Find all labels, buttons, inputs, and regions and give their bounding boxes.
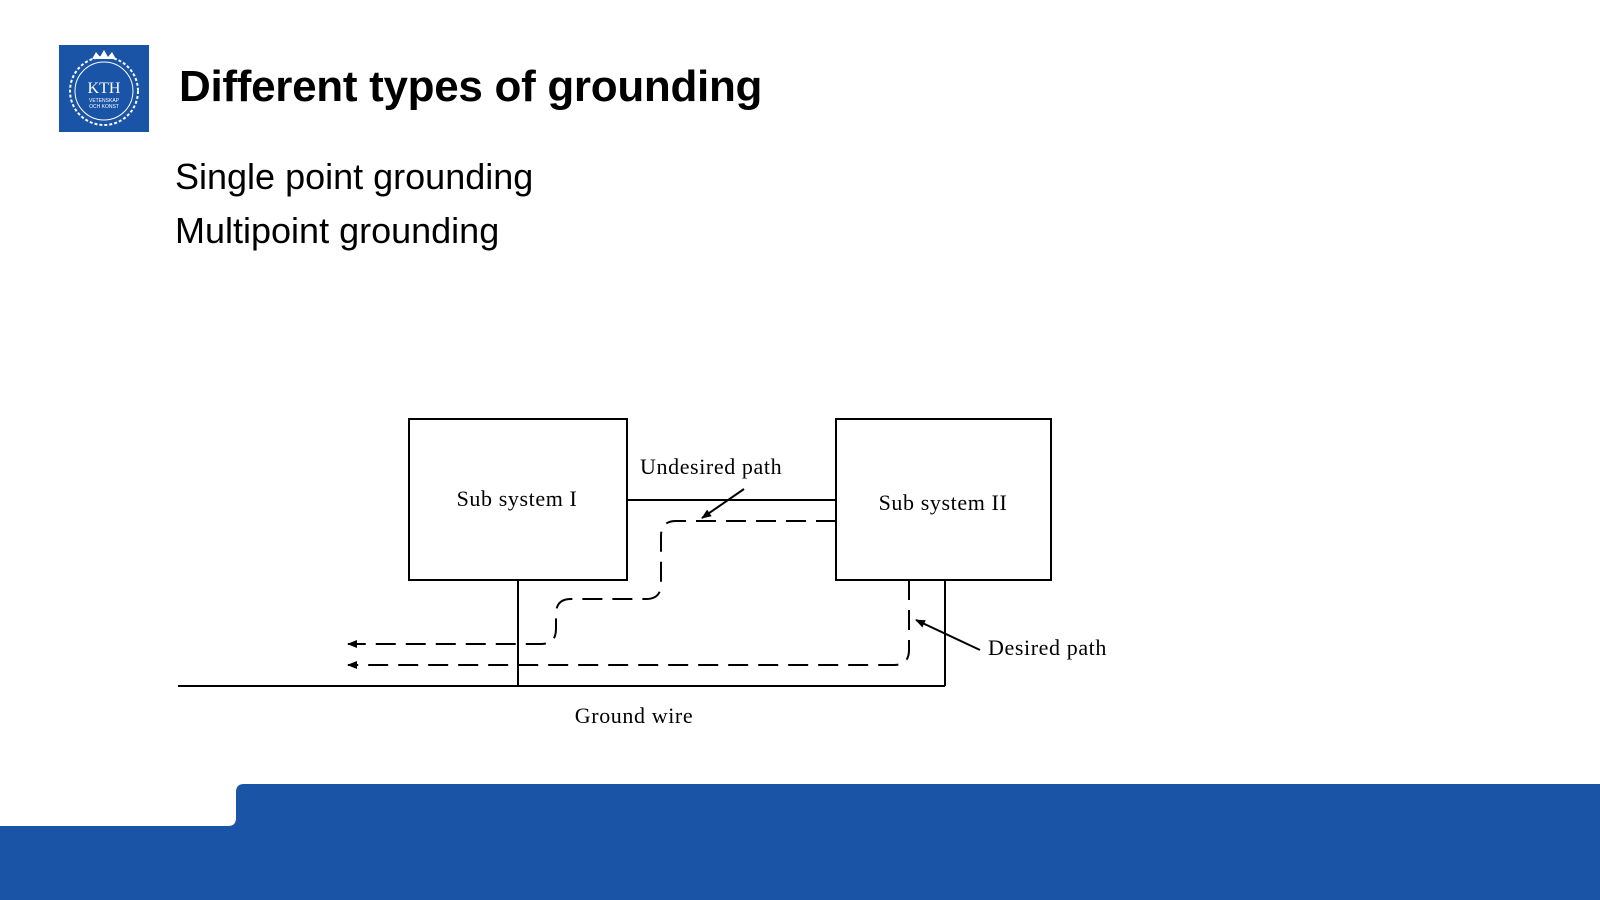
kth-logo: KTH VETENSKAP OCH KONST [59, 45, 149, 132]
ground-wire-label: Ground wire [575, 703, 693, 728]
logo-text: KTH [88, 80, 121, 97]
logo-wreath [69, 56, 139, 126]
subsystem-1-label: Sub system I [457, 486, 578, 511]
bullet-list: Single point grounding Multipoint ground… [175, 150, 533, 258]
bullet-item-multipoint: Multipoint grounding [175, 210, 500, 251]
logo-motto-line1: VETENSKAP [89, 98, 120, 104]
logo-inner-ring [74, 61, 134, 121]
desired-path-line [347, 580, 910, 669]
desired-path-arrow [915, 619, 981, 651]
desired-path-label: Desired path [988, 635, 1107, 660]
bullet-item-single-point: Single point grounding [175, 156, 534, 197]
undesired-path-arrow [701, 488, 745, 519]
slide-title: Different types of grounding [179, 62, 763, 111]
undesired-path-label: Undesired path [640, 454, 782, 479]
subsystem-2-label: Sub system II [879, 490, 1008, 515]
logo-motto-line2: OCH KONST [89, 104, 119, 110]
undesired-path-line [347, 520, 836, 648]
crown-icon [92, 50, 116, 59]
logo-background [59, 45, 149, 132]
